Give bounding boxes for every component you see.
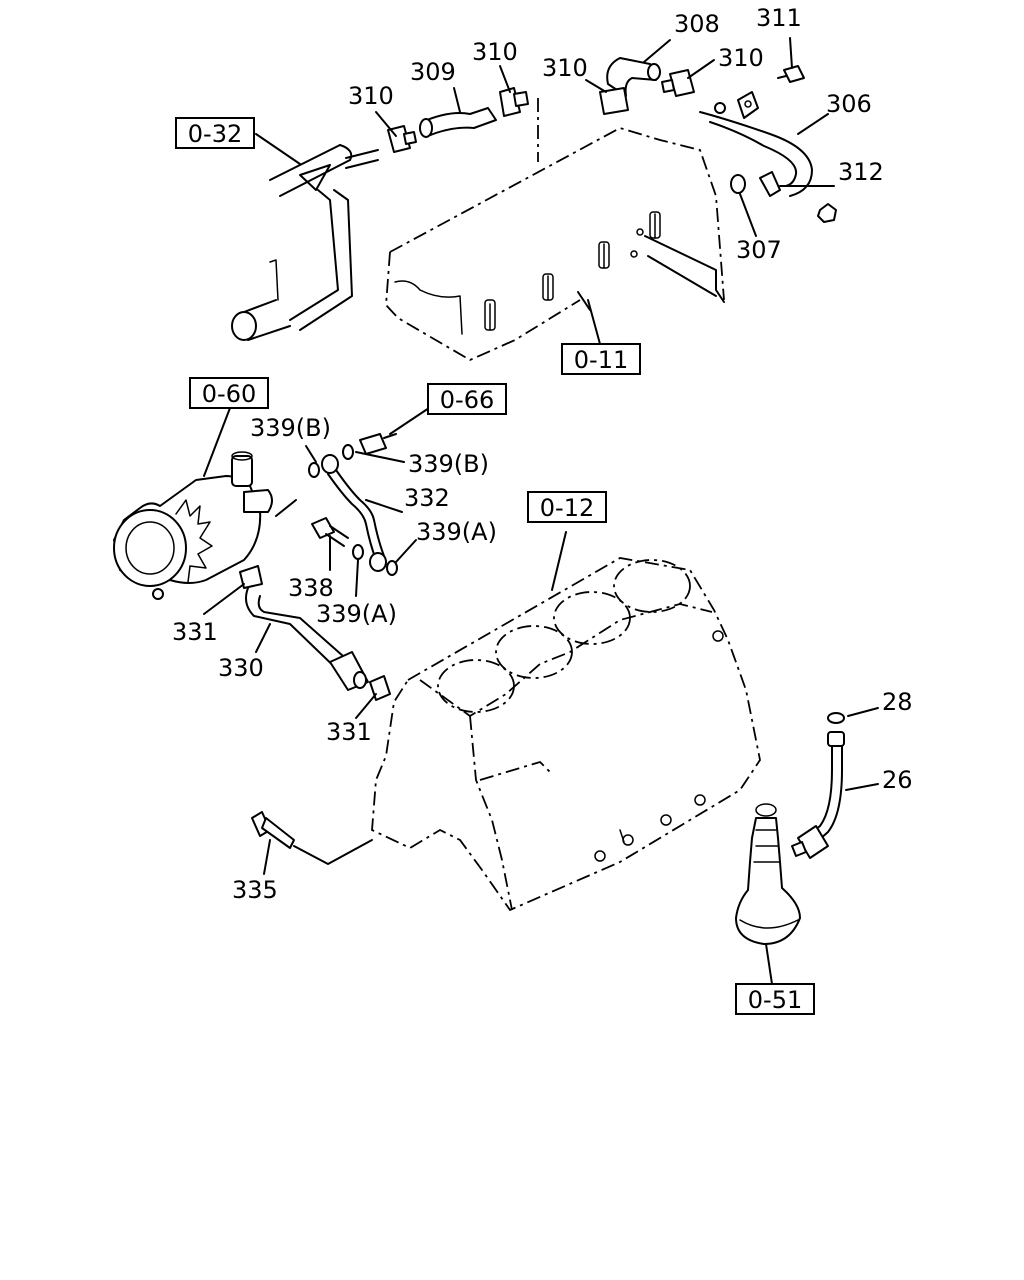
label-332: 332 bbox=[404, 484, 450, 512]
cylinder-block-outline bbox=[371, 531, 761, 912]
svg-text:0-12: 0-12 bbox=[540, 494, 594, 522]
water-pipe-306 bbox=[699, 91, 813, 197]
leader-lines-bottom bbox=[263, 707, 879, 985]
svg-text:0-11: 0-11 bbox=[574, 346, 628, 374]
label-28: 28 bbox=[882, 688, 913, 716]
label-339a-2: 339(A) bbox=[316, 600, 397, 628]
ref-box-0-66[interactable]: 0-66 bbox=[427, 383, 507, 415]
oil-pipe-332 bbox=[321, 454, 387, 572]
hose-clamp-310-b bbox=[499, 87, 529, 117]
label-310-c: 310 bbox=[542, 54, 588, 82]
hose-clamp-310-d bbox=[661, 69, 695, 97]
label-331-a: 331 bbox=[172, 618, 218, 646]
label-307: 307 bbox=[736, 236, 782, 264]
drain-plug-335 bbox=[251, 811, 373, 865]
label-331-b: 331 bbox=[326, 718, 372, 746]
oil-filter-assembly bbox=[735, 803, 801, 945]
label-335: 335 bbox=[232, 876, 278, 904]
washers-339 bbox=[308, 444, 398, 576]
water-hose-309 bbox=[419, 107, 497, 138]
label-339b-2: 339(B) bbox=[408, 450, 489, 478]
label-339b-1: 339(B) bbox=[250, 414, 331, 442]
label-330: 330 bbox=[218, 654, 264, 682]
label-308: 308 bbox=[674, 10, 720, 38]
ref-box-0-51[interactable]: 0-51 bbox=[735, 983, 815, 1015]
label-309: 309 bbox=[410, 58, 456, 86]
label-311: 311 bbox=[756, 4, 802, 32]
o-ring-307 bbox=[730, 174, 746, 194]
water-hose-308 bbox=[606, 57, 661, 97]
label-310-b: 310 bbox=[472, 38, 518, 66]
vacuum-pump bbox=[113, 451, 273, 600]
label-306: 306 bbox=[826, 90, 872, 118]
label-338: 338 bbox=[288, 574, 334, 602]
ref-box-0-32[interactable]: 0-32 bbox=[175, 117, 255, 149]
label-339a-1: 339(A) bbox=[416, 518, 497, 546]
ref-box-0-12[interactable]: 0-12 bbox=[527, 491, 607, 523]
svg-text:0-32: 0-32 bbox=[188, 120, 242, 148]
nut-312 bbox=[817, 203, 837, 223]
label-310-a: 310 bbox=[348, 82, 394, 110]
ref-box-0-11[interactable]: 0-11 bbox=[561, 343, 641, 375]
hose-clamp-310-c bbox=[599, 87, 629, 115]
eye-bolt bbox=[359, 433, 397, 455]
o-ring-28 bbox=[827, 712, 845, 724]
leader-lines-top bbox=[255, 37, 835, 345]
svg-text:0-66: 0-66 bbox=[440, 386, 494, 414]
label-26: 26 bbox=[882, 766, 913, 794]
label-312: 312 bbox=[838, 158, 884, 186]
ref-box-0-60[interactable]: 0-60 bbox=[189, 377, 269, 409]
oil-pipe-26 bbox=[791, 731, 845, 859]
oil-hose-330 bbox=[245, 587, 369, 691]
svg-text:0-60: 0-60 bbox=[202, 380, 256, 408]
leader-lines-middle bbox=[203, 405, 433, 719]
bolt-311 bbox=[777, 65, 805, 83]
cylinder-head-outline bbox=[385, 98, 725, 362]
label-310-d: 310 bbox=[718, 44, 764, 72]
hose-clamp-331-a bbox=[239, 565, 263, 589]
water-pipe-assembly bbox=[231, 144, 379, 341]
svg-text:0-51: 0-51 bbox=[748, 986, 802, 1014]
